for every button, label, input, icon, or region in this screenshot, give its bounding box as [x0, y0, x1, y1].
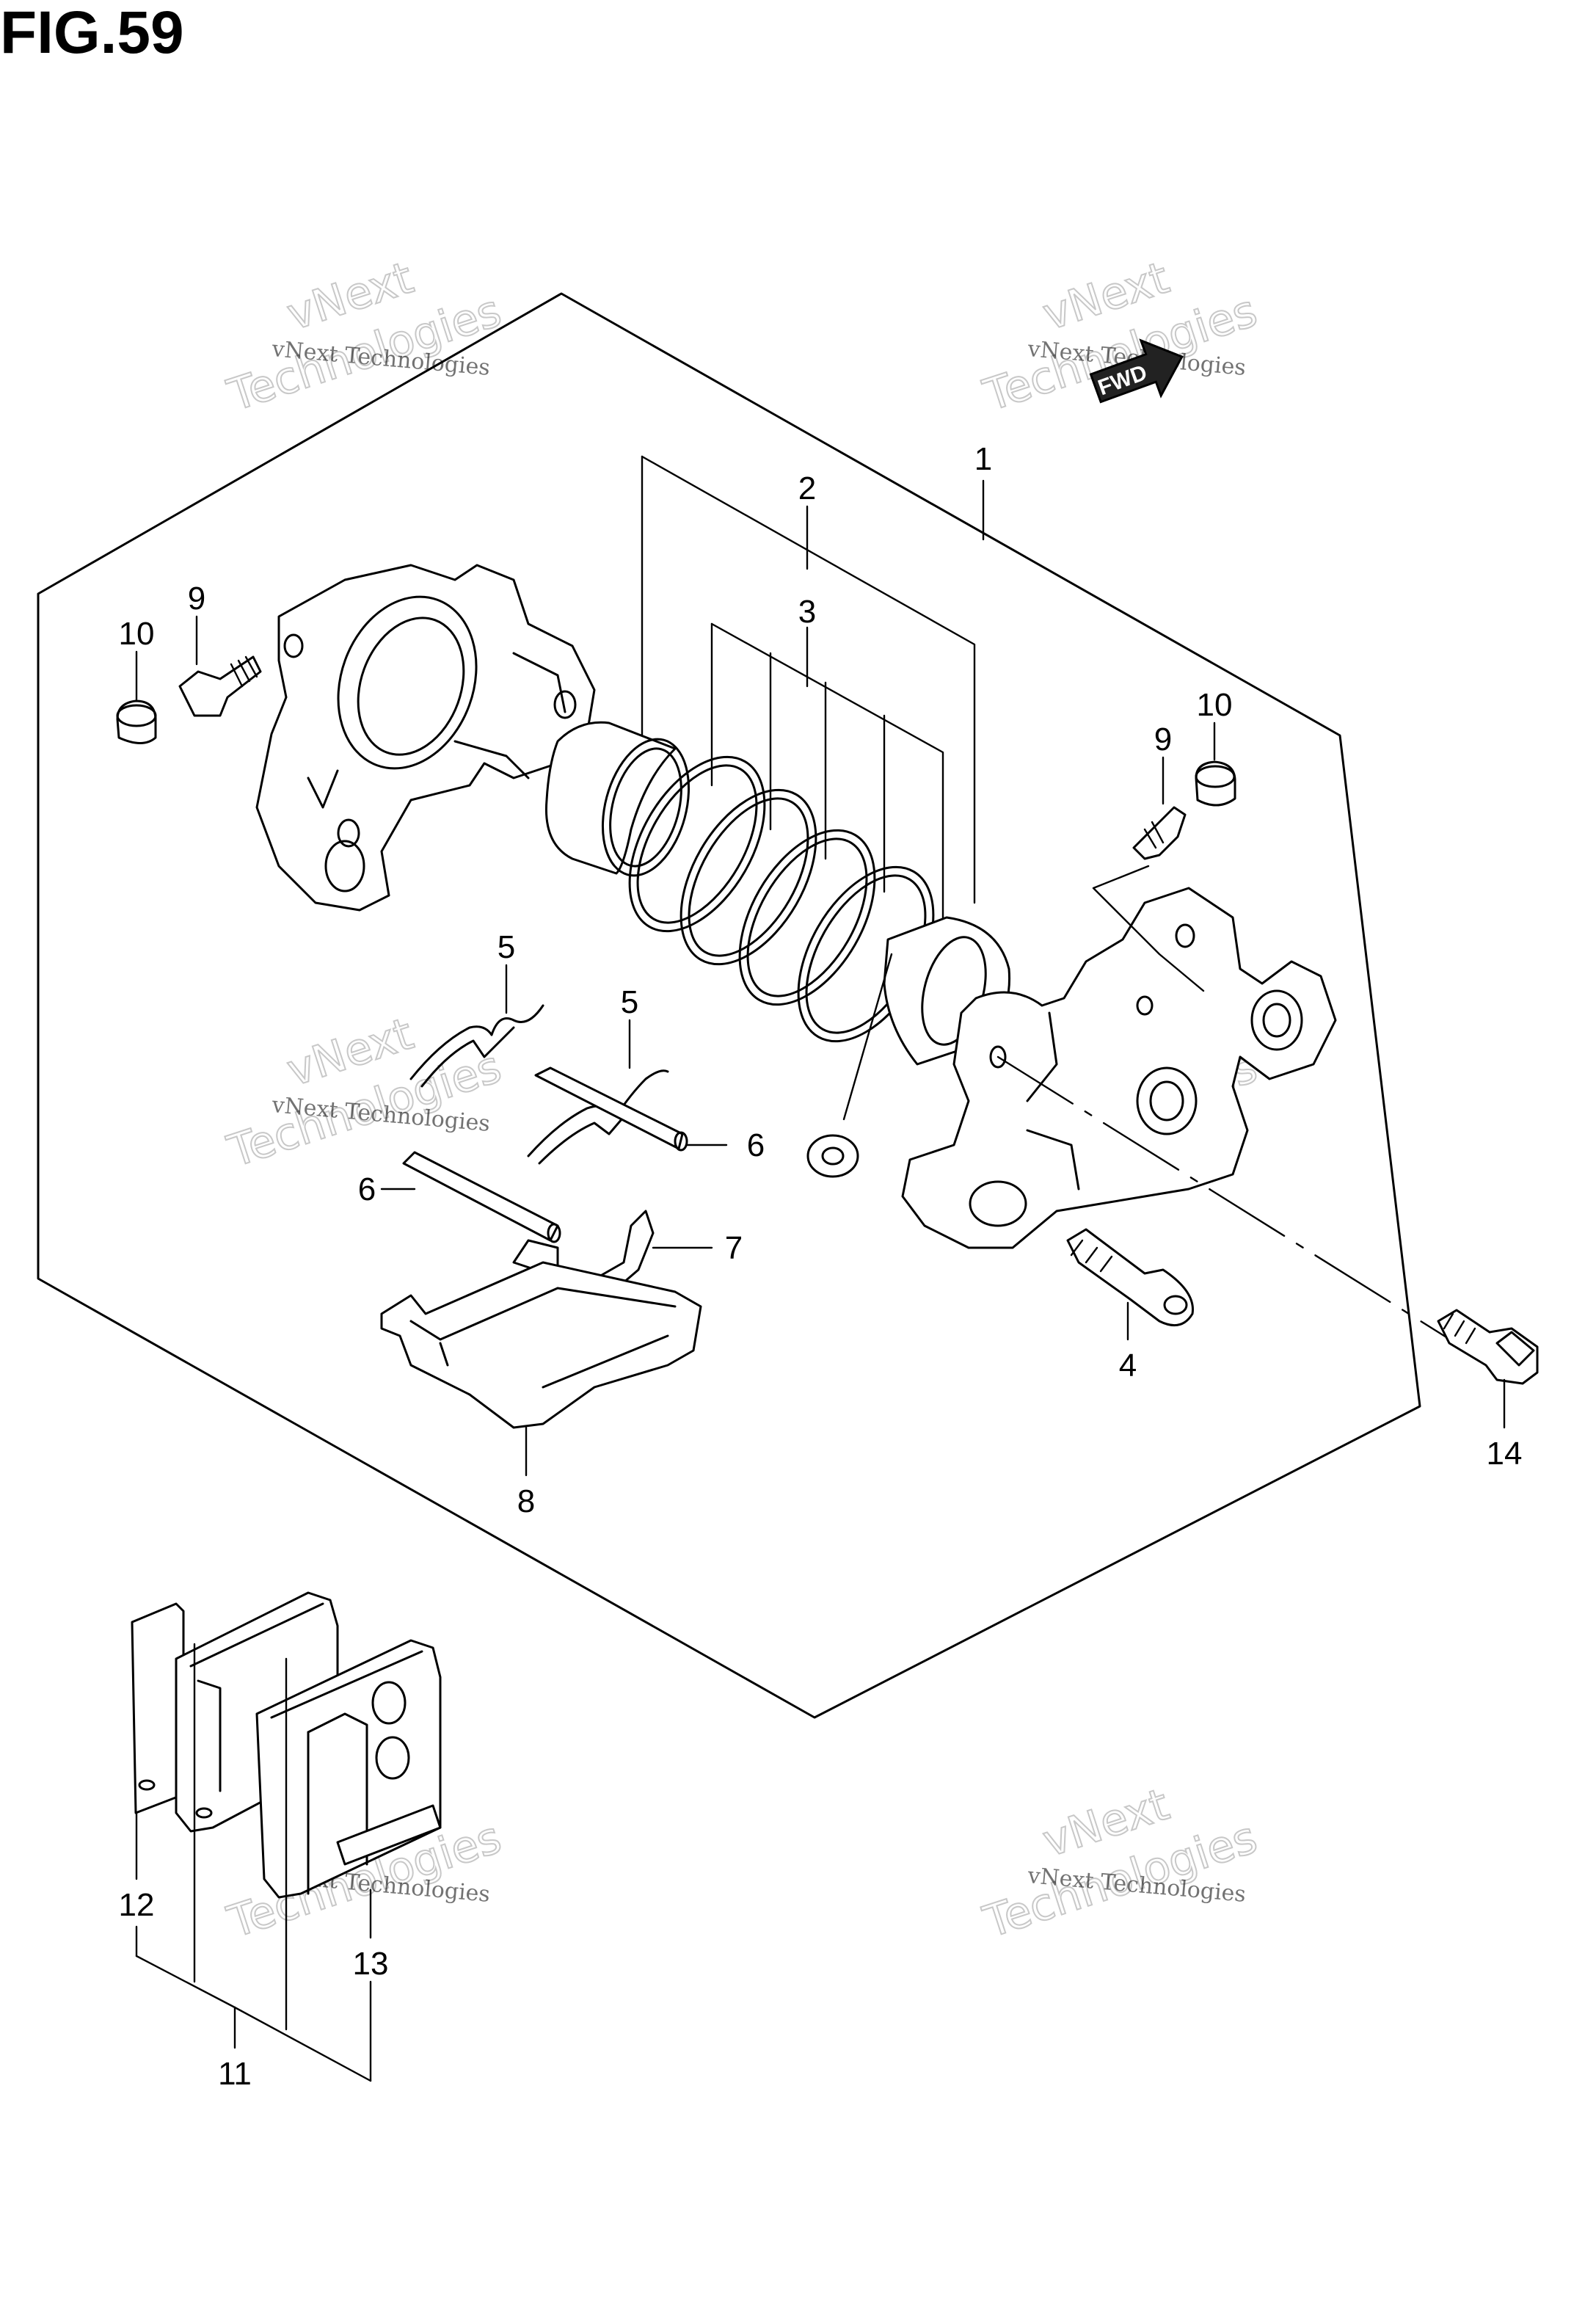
assembly-outline: [37, 292, 1421, 1719]
callout-5-lower: 5: [621, 984, 638, 1020]
pad-spring-upper: [409, 964, 544, 1088]
callout-1: 1: [974, 441, 992, 477]
bracket-3: [710, 622, 944, 948]
caliper-body-right: [901, 887, 1337, 1249]
callout-9-left: 9: [188, 581, 205, 617]
watermark-top-right: vNext Technologies vNext Technologies: [977, 252, 1264, 423]
piston: [544, 721, 690, 877]
bleeder-valve-right: [1132, 806, 1187, 860]
mounting-bolt: [1437, 1309, 1539, 1385]
caliper-body-left: [255, 564, 596, 912]
watermark-bottom-right: vNext Technologies vNext Technologies: [977, 1778, 1264, 1949]
callout-3: 3: [798, 594, 816, 630]
washer: [806, 1134, 859, 1178]
watermark-mid-left: vNext Technologies vNext Technologies: [221, 1008, 508, 1179]
watermark-top-left: vNext Technologies vNext Technologies: [221, 252, 508, 423]
callout-10-left: 10: [119, 616, 155, 652]
callout-13: 13: [353, 1946, 389, 1982]
callout-labels: 1 2 3 4 5 5 6 6 7 8 9 9 10 10 11 12 13 1…: [119, 441, 1523, 2092]
callout-9-right: 9: [1154, 721, 1172, 757]
callout-8: 8: [517, 1483, 535, 1519]
callout-6-left: 6: [358, 1171, 376, 1207]
callout-2: 2: [798, 470, 816, 506]
bleeder-cap-left: [116, 699, 157, 744]
callout-5-upper: 5: [498, 929, 515, 965]
figure-title: FIG.59: [0, 0, 184, 66]
callout-11: 11: [218, 2056, 252, 2092]
bleeder-cap-right: [1195, 760, 1236, 807]
pad-pin-upper: [534, 1066, 688, 1152]
pad-shim-plate: [380, 1261, 702, 1429]
bracket-2: [641, 455, 976, 904]
brake-pad-right: [255, 1639, 442, 1899]
bleeder-valve-left: [178, 655, 262, 717]
pad-pin-lower: [402, 1151, 561, 1243]
callout-10-right: 10: [1197, 687, 1233, 723]
callout-4: 4: [1119, 1348, 1137, 1384]
callout-12: 12: [119, 1887, 155, 1923]
slide-bolt: [1066, 1228, 1194, 1327]
callout-6-right: 6: [747, 1127, 765, 1163]
bracket-11: [135, 1643, 372, 2082]
callout-14: 14: [1487, 1436, 1523, 1472]
callout-7: 7: [725, 1230, 743, 1266]
